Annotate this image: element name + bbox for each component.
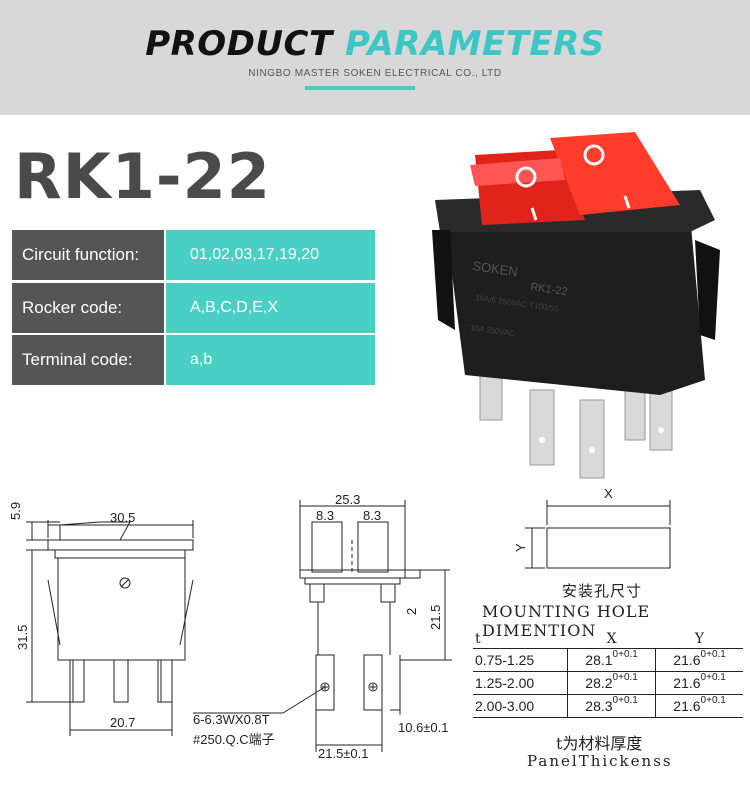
mounting-title-cn: 安装孔尺寸 <box>562 582 643 600</box>
mount-x-label: X <box>604 486 613 501</box>
mounting-hole-diagram <box>525 500 671 569</box>
param-row-terminal: Terminal code: a,b <box>12 335 375 385</box>
cell-y: 21.60+0.1 <box>655 671 743 695</box>
front-dim-top: 5.9 <box>8 502 23 520</box>
model-number: RK1-22 <box>14 140 271 213</box>
front-view <box>26 520 194 736</box>
product-photo: SOKEN RK1-22 16A/6 250VAC T100/55 16A 25… <box>432 132 720 479</box>
cell-x: 28.10+0.1 <box>566 648 656 672</box>
side-dim-width: 25.3 <box>335 492 360 507</box>
title-teal: PARAMETERS <box>345 24 605 64</box>
param-row-circuit: Circuit function: 01,02,03,17,19,20 <box>12 230 375 280</box>
param-row-rocker: Rocker code: A,B,C,D,E,X <box>12 282 375 333</box>
param-value: a,b <box>164 335 375 385</box>
side-dim-terminal-span: 21.5±0.1 <box>318 746 369 761</box>
mounting-table: t X Y 0.75-1.25 28.10+0.1 21.60+0.1 1.25… <box>473 630 743 718</box>
param-label: Circuit function: <box>12 230 164 280</box>
param-value: A,B,C,D,E,X <box>164 282 375 333</box>
terminal-note-type: #250.Q.C端子 <box>193 732 275 747</box>
mount-y-label: Y <box>513 543 528 552</box>
param-label: Rocker code: <box>12 282 164 333</box>
cell-t: 2.00-3.00 <box>473 694 568 718</box>
side-dim-height: 21.5 <box>428 605 443 630</box>
terminal-note-size: 6-6.3WX0.8T <box>193 712 270 727</box>
table-row: 2.00-3.00 28.30+0.1 21.60+0.1 <box>473 694 743 718</box>
col-header-t: t <box>473 630 568 649</box>
parameter-table: Circuit function: 01,02,03,17,19,20 Rock… <box>12 230 375 388</box>
company-name: NINGBO MASTER SOKEN ELECTRICAL CO., LTD <box>248 68 502 79</box>
front-dim-bottom: 20.7 <box>110 715 135 730</box>
col-header-y: Y <box>655 630 743 649</box>
side-dim-step: 2 <box>404 608 419 615</box>
photo-brand: SOKEN <box>472 258 519 279</box>
side-dim-rocker-right: 8.3 <box>363 508 381 523</box>
cell-y: 21.60+0.1 <box>655 648 743 672</box>
side-dim-terminal-height: 10.6±0.1 <box>398 720 449 735</box>
front-dim-height: 31.5 <box>15 625 30 650</box>
param-value: 01,02,03,17,19,20 <box>164 230 375 280</box>
cell-t: 1.25-2.00 <box>473 671 568 695</box>
side-view <box>193 500 452 752</box>
cell-x: 28.20+0.1 <box>566 671 656 695</box>
side-dim-rocker-left: 8.3 <box>316 508 334 523</box>
page-title: PRODUCT PARAMETERS <box>0 24 750 64</box>
header-banner: PRODUCT PARAMETERS NINGBO MASTER SOKEN E… <box>0 0 750 115</box>
param-label: Terminal code: <box>12 335 164 385</box>
table-header-row: t X Y <box>473 630 743 649</box>
panel-thickness-note-cn: t为材料厚度 <box>556 734 643 753</box>
cell-y: 21.60+0.1 <box>655 694 743 718</box>
cell-x: 28.30+0.1 <box>566 694 656 718</box>
cell-t: 0.75-1.25 <box>473 648 568 672</box>
panel-thickness-note-en: PanelThickenss <box>527 752 673 770</box>
accent-bar <box>305 86 415 90</box>
table-row: 1.25-2.00 28.20+0.1 21.60+0.1 <box>473 671 743 695</box>
photo-model: RK1-22 <box>530 281 569 298</box>
col-header-x: X <box>567 630 656 649</box>
front-dim-width: 30.5 <box>110 510 135 525</box>
technical-drawings: 5.9 30.5 31.5 20.7 25.3 8 <box>8 486 671 761</box>
title-dark: PRODUCT <box>145 24 333 64</box>
table-row: 0.75-1.25 28.10+0.1 21.60+0.1 <box>473 648 743 672</box>
